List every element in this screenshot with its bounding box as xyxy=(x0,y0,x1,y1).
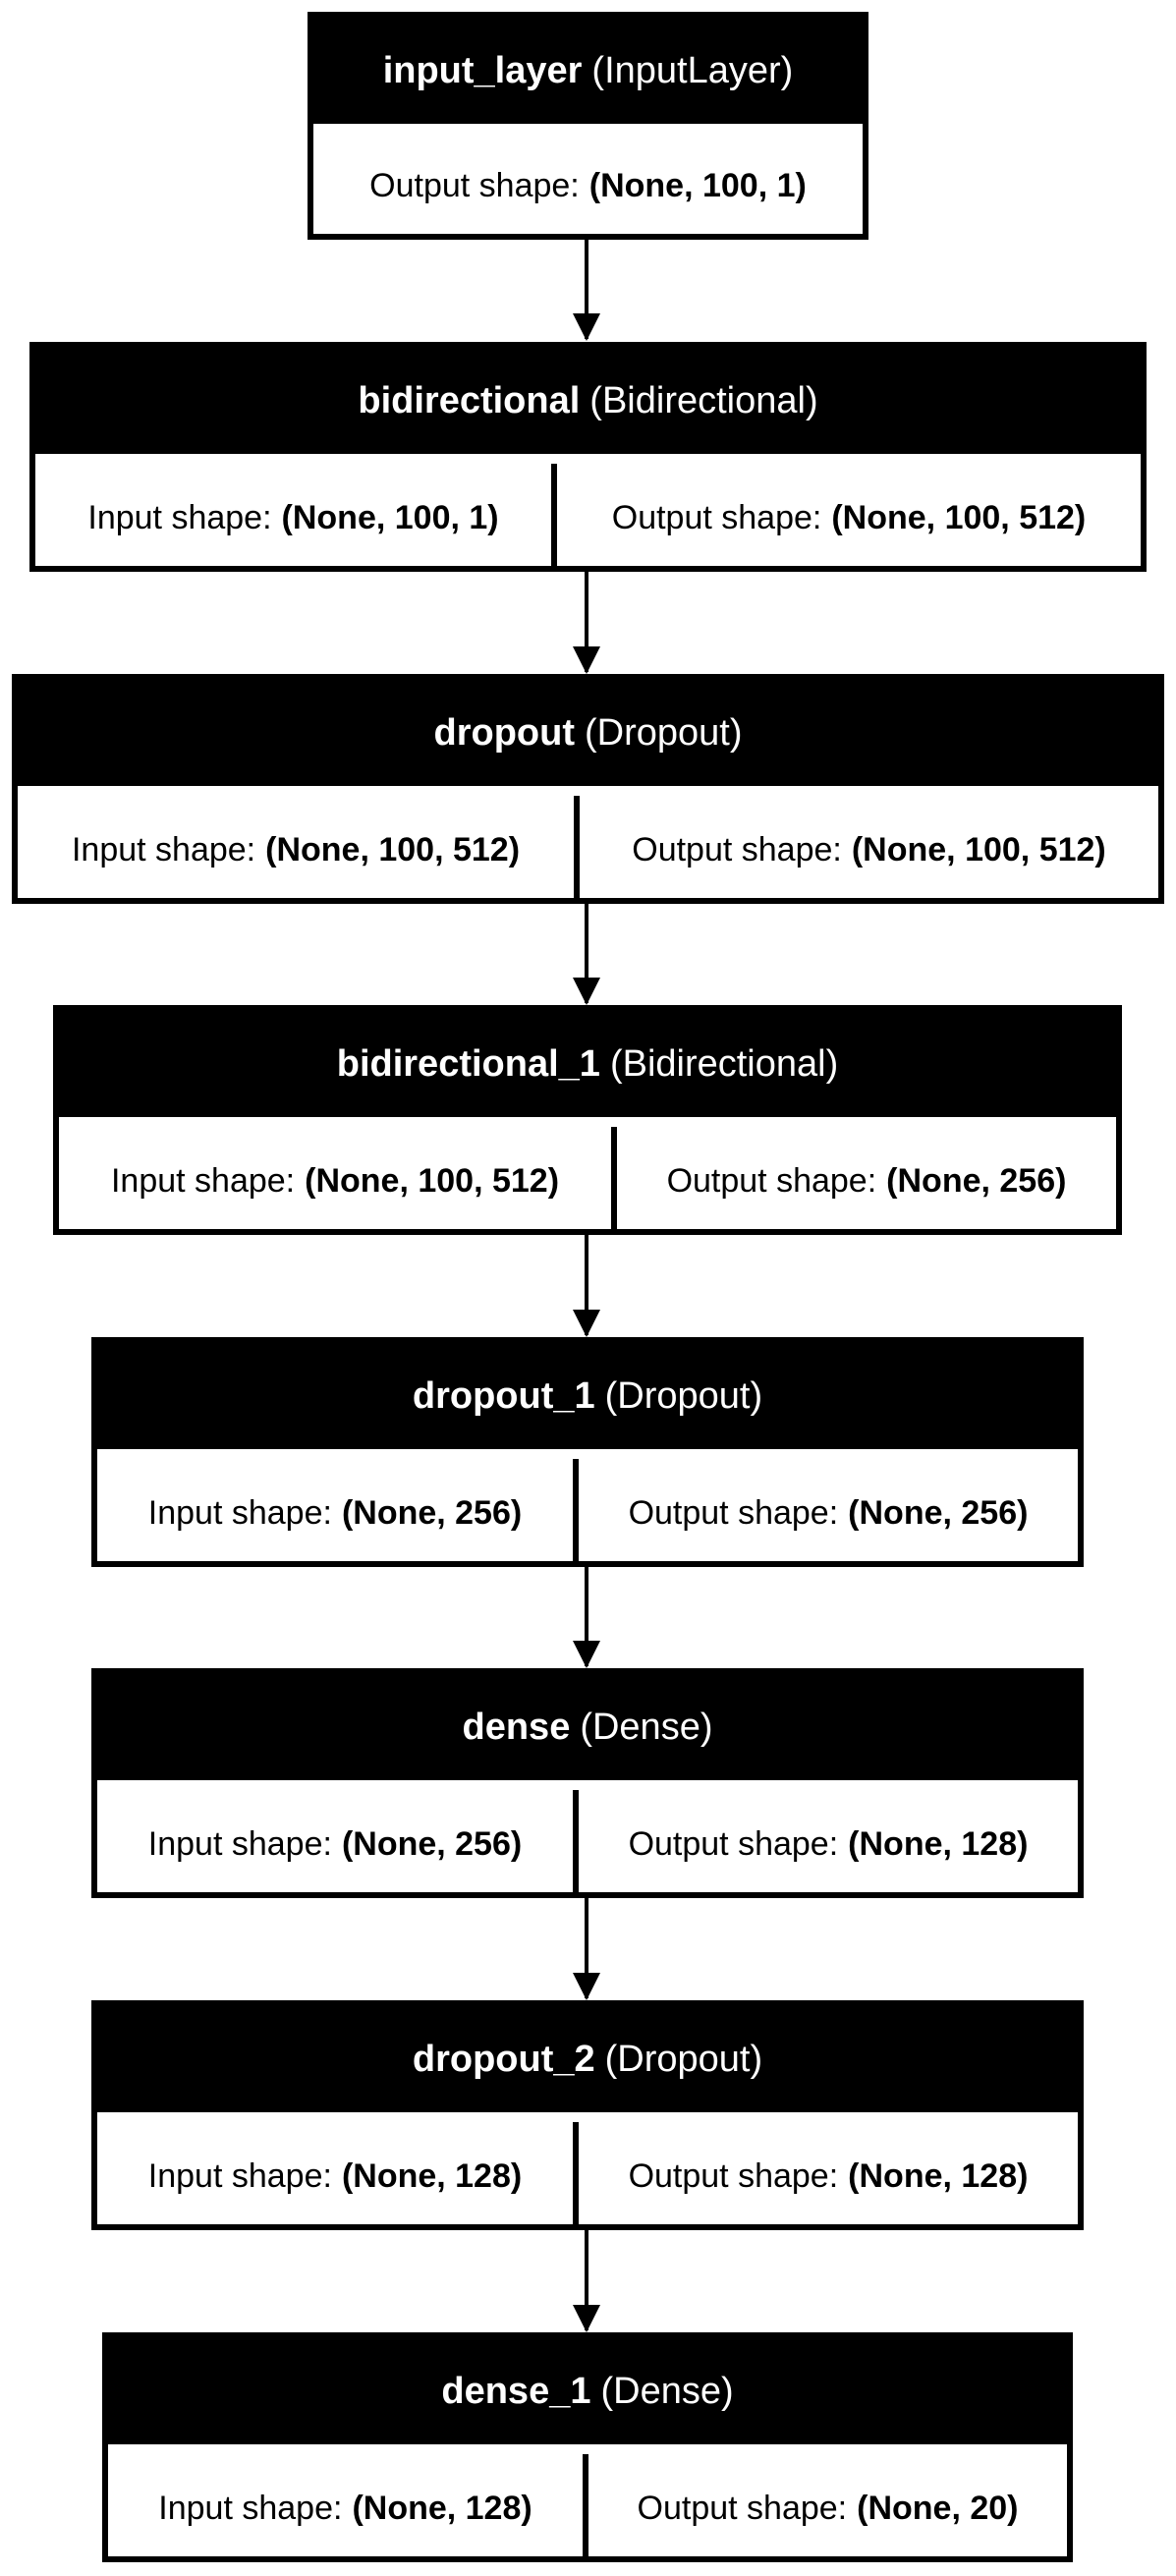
output-shape-label: Output shape: xyxy=(628,2156,839,2195)
flow-arrow xyxy=(573,1898,600,2000)
input-shape-cell: Input shape: (None, 100, 1) xyxy=(35,470,551,566)
input-shape-label: Input shape: xyxy=(110,1161,296,1200)
cell-divider xyxy=(551,464,557,566)
output-shape-label: Output shape: xyxy=(628,1493,839,1532)
input-shape-label: Input shape: xyxy=(147,2156,332,2195)
layer-type: (Bidirectional) xyxy=(589,379,818,421)
input-shape-label: Input shape: xyxy=(71,830,256,868)
layer-header: bidirectional_1 (Bidirectional) xyxy=(59,1011,1116,1117)
layer-name: dropout_1 xyxy=(412,1374,595,1417)
flow-arrow xyxy=(573,240,600,341)
output-shape-label: Output shape: xyxy=(666,1161,877,1200)
output-shape-value: (None, 128) xyxy=(848,1824,1029,1863)
flow-arrow xyxy=(573,1235,600,1337)
layer-type: (Bidirectional) xyxy=(609,1042,839,1085)
layer-node-dropout-2: dropout_2 (Dropout) Input shape: (None, … xyxy=(91,2000,1084,2230)
output-shape-label: Output shape: xyxy=(628,1824,839,1863)
output-shape-cell: Output shape: (None, 128) xyxy=(579,1796,1078,1892)
output-shape-cell: Output shape: (None, 100, 1) xyxy=(313,138,863,234)
output-shape-cell: Output shape: (None, 256) xyxy=(579,1465,1078,1561)
layer-name: dense xyxy=(462,1706,571,1748)
layer-node-dropout-1: dropout_1 (Dropout) Input shape: (None, … xyxy=(91,1337,1084,1567)
flow-arrow xyxy=(573,2230,600,2332)
input-shape-cell: Input shape: (None, 128) xyxy=(97,2128,573,2224)
flow-arrow xyxy=(573,904,600,1005)
layer-header: bidirectional (Bidirectional) xyxy=(35,348,1141,454)
output-shape-label: Output shape: xyxy=(632,830,842,868)
layer-node-input-layer: input_layer (InputLayer) Output shape: (… xyxy=(308,12,868,240)
layer-header: dense_1 (Dense) xyxy=(108,2338,1067,2444)
flow-arrow xyxy=(573,1567,600,1668)
layer-name: bidirectional xyxy=(358,379,581,421)
cell-divider xyxy=(573,1459,579,1561)
output-shape-cell: Output shape: (None, 20) xyxy=(588,2460,1067,2556)
layer-node-dense: dense (Dense) Input shape: (None, 256) O… xyxy=(91,1668,1084,1898)
layer-type: (Dropout) xyxy=(604,2038,763,2080)
layer-type: (InputLayer) xyxy=(591,49,794,91)
input-shape-label: Input shape: xyxy=(158,2489,343,2527)
output-shape-label: Output shape: xyxy=(637,2489,848,2527)
input-shape-label: Input shape: xyxy=(147,1493,332,1532)
output-shape-cell: Output shape: (None, 100, 512) xyxy=(557,470,1141,566)
output-shape-cell: Output shape: (None, 128) xyxy=(579,2128,1078,2224)
input-shape-value: (None, 100, 512) xyxy=(265,830,521,868)
input-shape-value: (None, 128) xyxy=(352,2489,532,2527)
output-shape-label: Output shape: xyxy=(611,498,822,536)
output-shape-value: (None, 256) xyxy=(848,1493,1029,1532)
layer-name: dropout_2 xyxy=(412,2038,595,2080)
layer-type: (Dense) xyxy=(600,2370,734,2412)
input-shape-cell: Input shape: (None, 256) xyxy=(97,1796,573,1892)
layer-node-bidirectional-1: bidirectional_1 (Bidirectional) Input sh… xyxy=(53,1005,1122,1235)
output-shape-value: (None, 128) xyxy=(848,2156,1029,2195)
layer-type: (Dropout) xyxy=(604,1374,763,1417)
layer-header: dropout_1 (Dropout) xyxy=(97,1343,1078,1449)
input-shape-value: (None, 256) xyxy=(341,1493,523,1532)
output-shape-value: (None, 100, 1) xyxy=(588,166,807,204)
layer-node-bidirectional: bidirectional (Bidirectional) Input shap… xyxy=(29,342,1147,572)
output-shape-cell: Output shape: (None, 256) xyxy=(617,1133,1116,1229)
layer-header: dense (Dense) xyxy=(97,1674,1078,1780)
flow-arrow xyxy=(573,572,600,674)
input-shape-label: Input shape: xyxy=(147,1824,332,1863)
input-shape-cell: Input shape: (None, 256) xyxy=(97,1465,573,1561)
input-shape-label: Input shape: xyxy=(87,498,272,536)
layer-name: bidirectional_1 xyxy=(336,1042,600,1085)
layer-node-dense-1: dense_1 (Dense) Input shape: (None, 128)… xyxy=(102,2332,1073,2562)
input-shape-cell: Input shape: (None, 100, 512) xyxy=(59,1133,611,1229)
input-shape-value: (None, 128) xyxy=(341,2156,523,2195)
cell-divider xyxy=(574,796,580,898)
input-shape-value: (None, 100, 1) xyxy=(281,498,499,536)
input-shape-cell: Input shape: (None, 100, 512) xyxy=(18,802,574,898)
output-shape-value: (None, 100, 512) xyxy=(851,830,1106,868)
output-shape-value: (None, 20) xyxy=(857,2489,1019,2527)
layer-header: dropout_2 (Dropout) xyxy=(97,2006,1078,2112)
output-shape-value: (None, 100, 512) xyxy=(831,498,1087,536)
layer-header: dropout (Dropout) xyxy=(18,680,1158,786)
cell-divider xyxy=(583,2454,588,2556)
input-shape-value: (None, 256) xyxy=(341,1824,523,1863)
layer-type: (Dropout) xyxy=(585,711,743,754)
layer-type: (Dense) xyxy=(580,1706,713,1748)
layer-name: dropout xyxy=(433,711,575,754)
input-shape-cell: Input shape: (None, 128) xyxy=(108,2460,583,2556)
input-shape-value: (None, 100, 512) xyxy=(305,1161,560,1200)
output-shape-value: (None, 256) xyxy=(886,1161,1067,1200)
cell-divider xyxy=(611,1127,617,1229)
layer-name: input_layer xyxy=(382,49,583,91)
cell-divider xyxy=(573,2122,579,2224)
cell-divider xyxy=(573,1790,579,1892)
layer-header: input_layer (InputLayer) xyxy=(313,18,863,124)
output-shape-label: Output shape: xyxy=(369,166,580,204)
layer-node-dropout: dropout (Dropout) Input shape: (None, 10… xyxy=(12,674,1164,904)
layer-name: dense_1 xyxy=(441,2370,591,2412)
output-shape-cell: Output shape: (None, 100, 512) xyxy=(580,802,1158,898)
